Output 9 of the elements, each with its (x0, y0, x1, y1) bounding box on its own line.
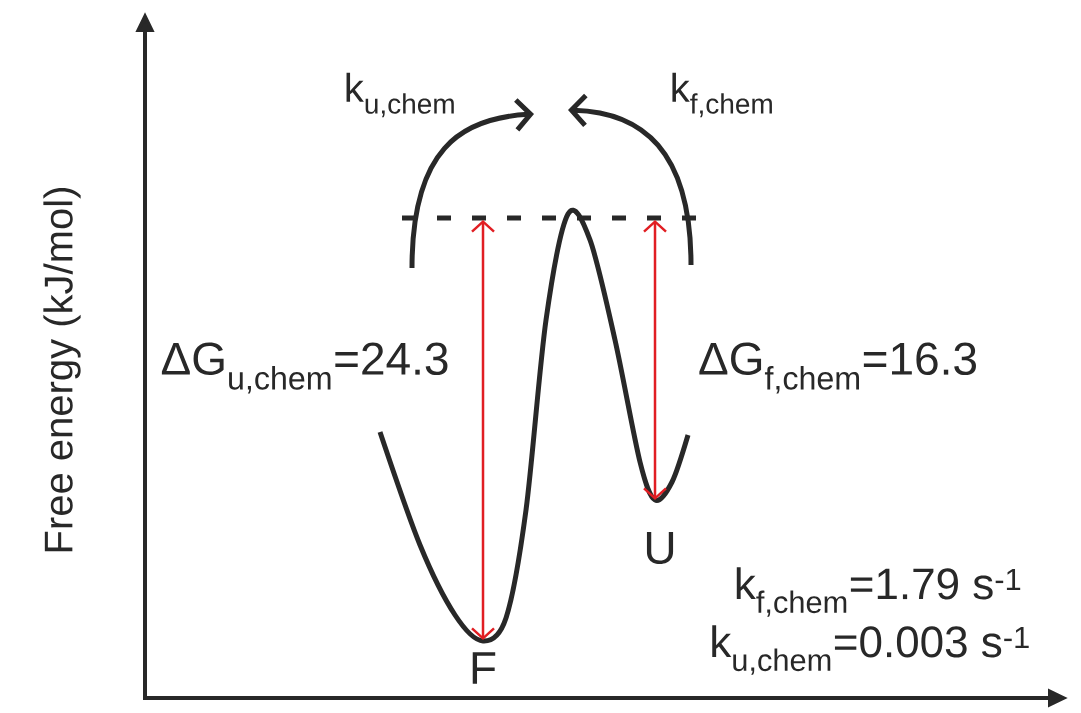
state-label: F (472, 652, 496, 684)
rate-label: k$_{f,chem}$ (672, 72, 772, 118)
rate-value: k$_{f,chem}$=1.79 s$^{-1}$ (736, 567, 1021, 617)
rate-label: k$_{u,chem}$ (346, 72, 454, 118)
state-label: U (646, 531, 674, 565)
axis-title: Free energy (kJ/mol) (43, 188, 81, 552)
energy-label: ΔG$_{u,chem}$=24.3 (161, 342, 448, 394)
rate-value: k$_{u,chem}$=0.003 s$^{-1}$ (712, 625, 1029, 675)
energy-label: ΔG$_{f,chem}$=16.3 (699, 342, 976, 394)
